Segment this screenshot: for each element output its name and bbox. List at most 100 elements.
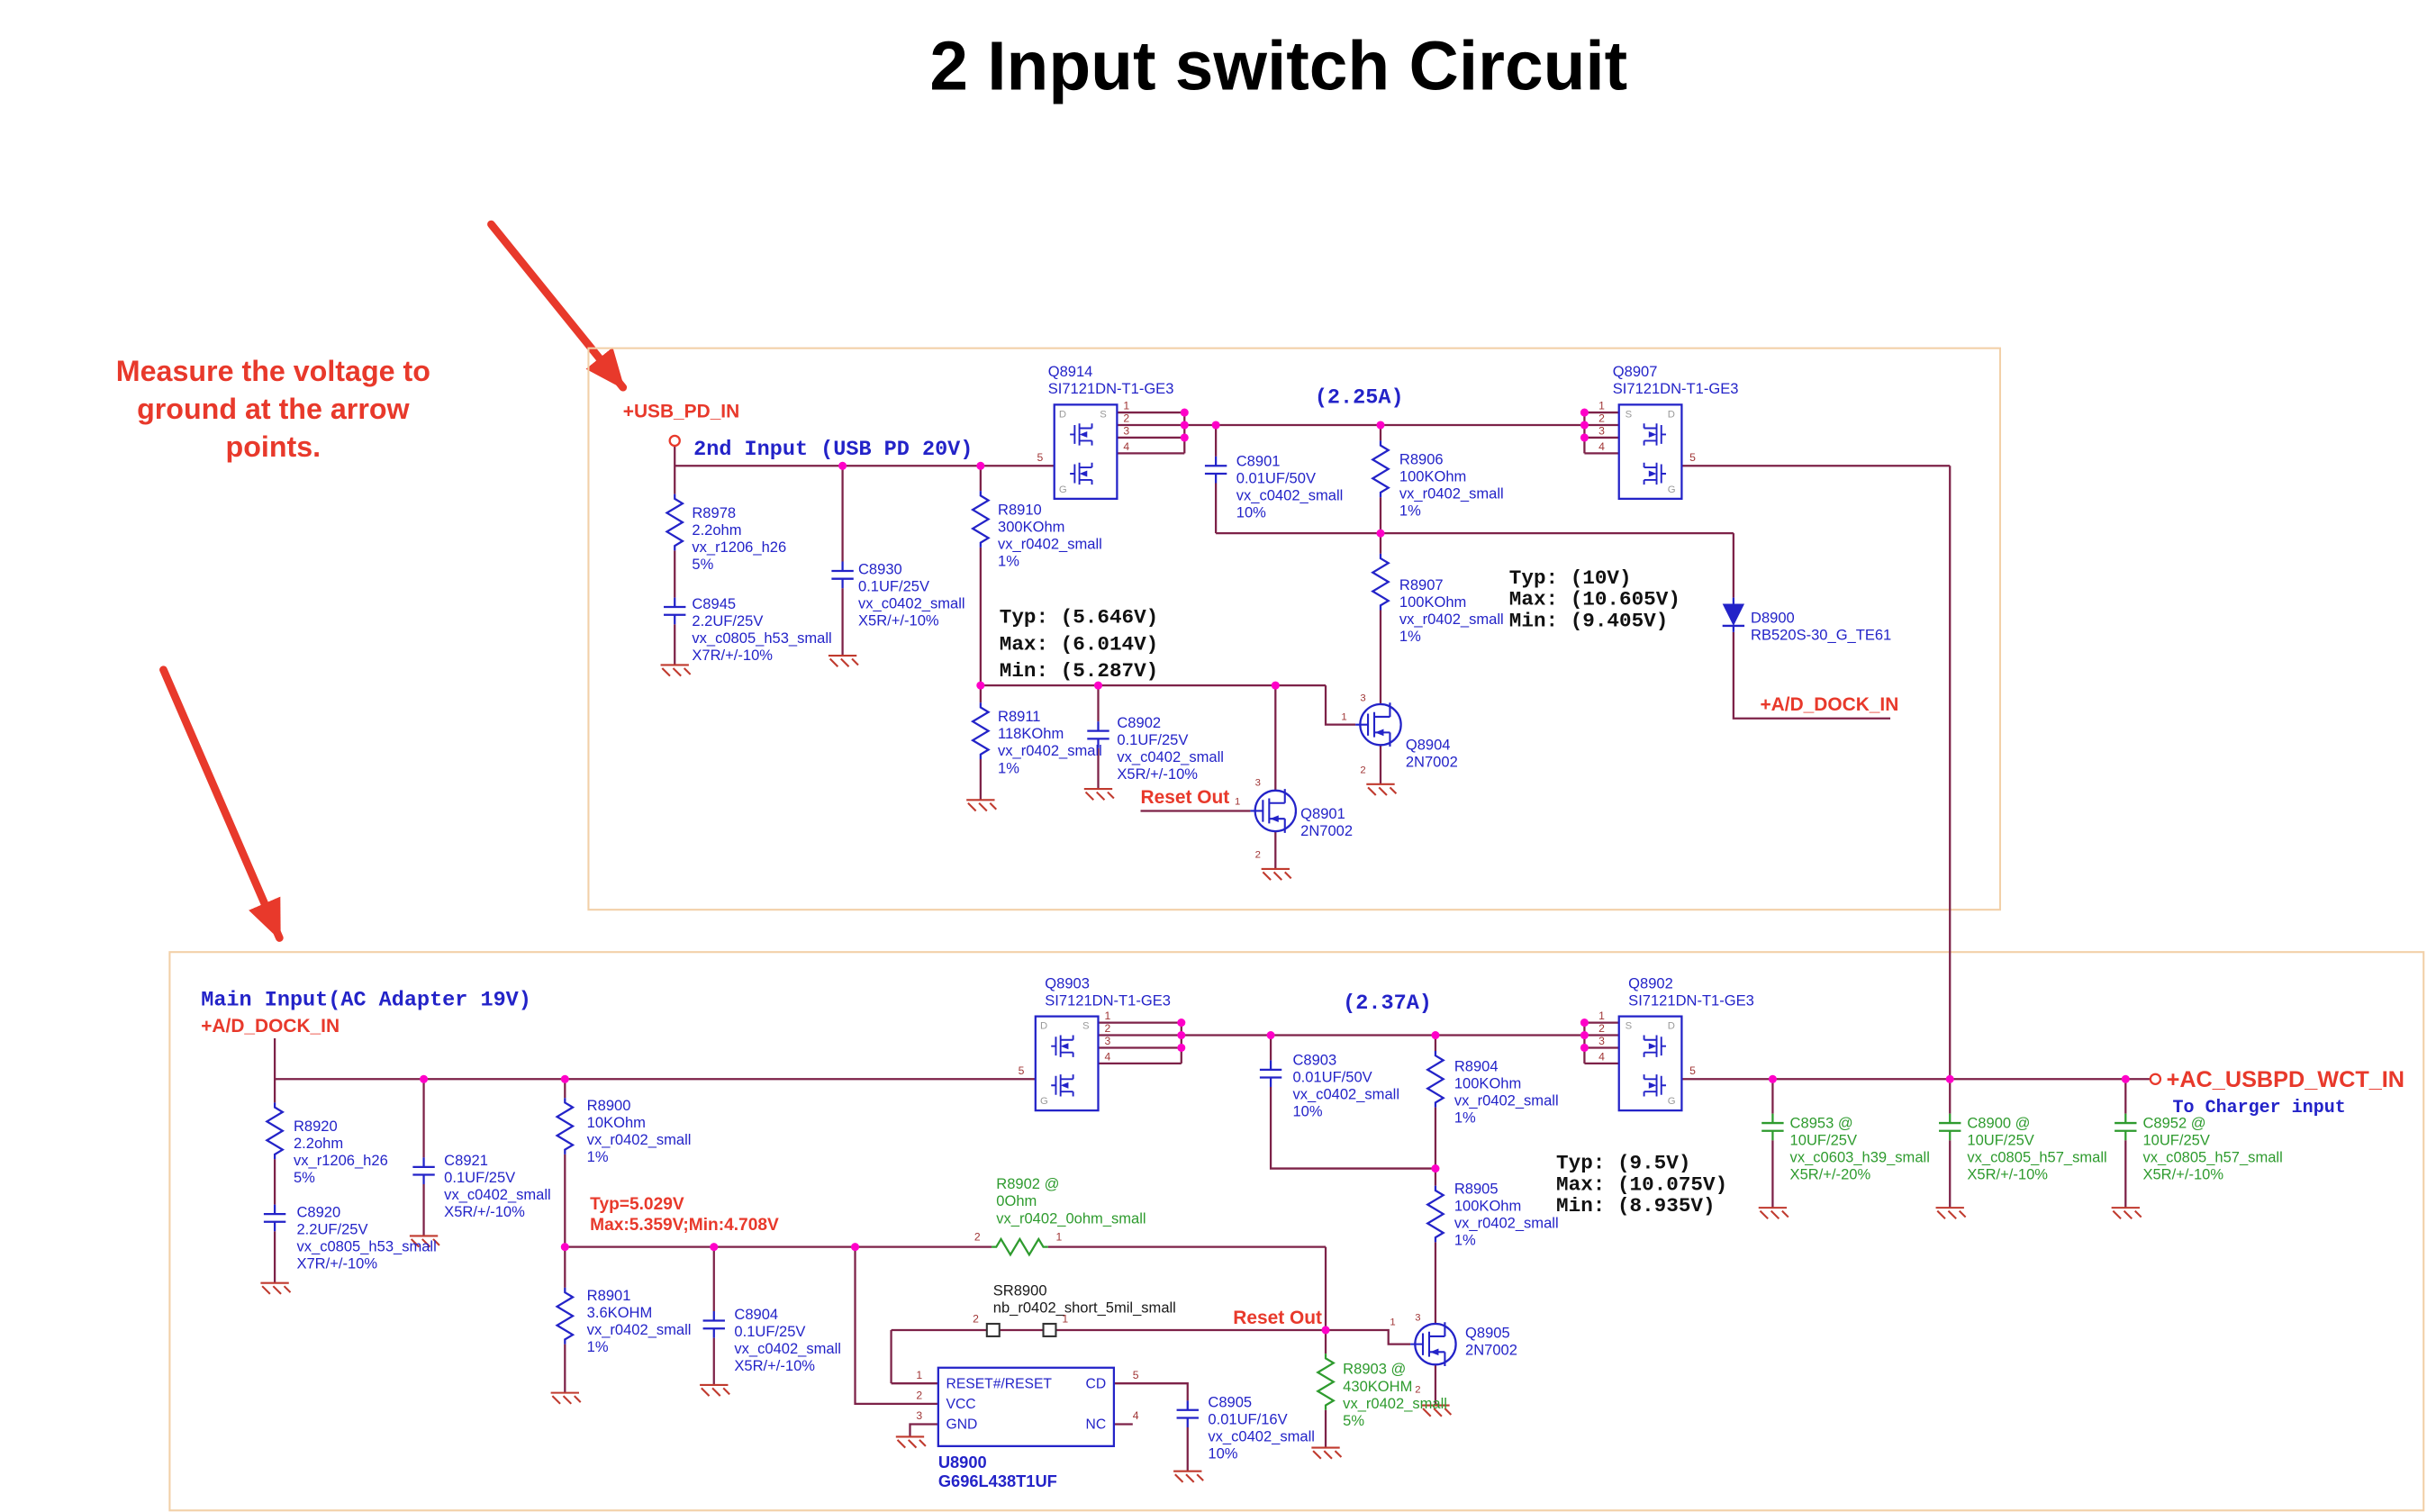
pin-number: 1 — [1598, 400, 1605, 412]
junction-dot — [2121, 1074, 2130, 1083]
pin-number: 3 — [1415, 1313, 1420, 1324]
fet-letter-s: S — [1082, 1021, 1090, 1032]
mosfet-element-icon — [1643, 1034, 1667, 1058]
pin-number: 4 — [1598, 1050, 1605, 1063]
junction-dot — [1945, 1074, 1954, 1083]
wire-path-bottom — [273, 1021, 2151, 1471]
net-label-reset-out-top: Reset Out — [1141, 787, 1230, 808]
pin-number: 2 — [1415, 1385, 1420, 1396]
junction-dot — [1580, 1043, 1589, 1052]
capacitor-symbol — [1761, 1112, 1785, 1142]
ground-symbol — [1934, 1207, 1967, 1220]
junction-dot — [1177, 1030, 1186, 1040]
fet-letter-d: D — [1668, 409, 1675, 420]
junction-dots-bottom — [420, 1019, 2130, 1335]
measurement-divider-node-bottom: Typ: (9.5V)Max: (10.075V)Min: (8.935V) — [1556, 1152, 1727, 1218]
pin-number: 2 — [974, 1231, 981, 1244]
capacitor-symbol — [1258, 1059, 1283, 1089]
net-label-usb-pd-in: +USB_PD_IN — [623, 401, 739, 421]
mosfet-body — [1617, 403, 1683, 500]
mosfet-element-icon — [1069, 422, 1093, 447]
capacitor-symbol — [262, 1203, 287, 1233]
capacitor-symbol — [412, 1156, 436, 1186]
junction-dot — [1180, 433, 1189, 442]
pin-number: 2 — [1104, 1022, 1110, 1035]
pin-number: 5 — [1133, 1369, 1139, 1381]
junction-dot — [976, 681, 985, 690]
junction-dot — [1093, 681, 1103, 690]
capacitor-symbol — [830, 560, 855, 590]
ground-symbol — [1173, 1470, 1205, 1483]
capacitor-symbol — [662, 596, 687, 626]
junction-dot — [1580, 421, 1589, 430]
annotation-arrow-usb — [487, 220, 628, 392]
junction-dot — [560, 1074, 569, 1083]
pin-number: 3 — [1360, 693, 1365, 704]
ic-body — [937, 1366, 1116, 1447]
pin-number: 2 — [1360, 765, 1365, 776]
junction-dot — [1431, 1030, 1440, 1040]
junction-dot — [1177, 1019, 1186, 1028]
annotation-arrow-main — [159, 665, 284, 942]
pin-number: 2 — [1598, 412, 1605, 425]
junction-dot — [1321, 1326, 1330, 1335]
ground-symbol — [1082, 788, 1115, 801]
pin-number: 4 — [1598, 440, 1605, 453]
ground-symbol — [1757, 1207, 1789, 1220]
fet-letter-s: S — [1626, 409, 1633, 420]
nmos-symbol — [1408, 1321, 1457, 1368]
diode-symbol — [1721, 596, 1746, 634]
pin-number: 4 — [1123, 440, 1129, 453]
mosfet-body — [1053, 403, 1118, 500]
junction-dot — [1211, 421, 1220, 430]
mosfet-element-icon — [1069, 461, 1093, 486]
pin-number: 5 — [1689, 1064, 1696, 1077]
ground-symbol — [1310, 1446, 1343, 1460]
junction-dot — [850, 1243, 860, 1252]
resistor-symbol — [1426, 1049, 1444, 1109]
mosfet-element-icon — [1643, 422, 1667, 447]
nmos-symbol — [1354, 702, 1402, 748]
ground-symbol — [699, 1383, 731, 1398]
ground-symbol — [659, 664, 692, 677]
mosfet-element-icon — [1643, 461, 1667, 486]
pin-number: 1 — [1390, 1317, 1395, 1328]
fet-letter-d: D — [1040, 1021, 1047, 1032]
usb-pd-current-rating: (2.25A) — [1315, 386, 1404, 411]
capacitor-symbol — [1175, 1399, 1200, 1429]
usb-pd-block: +USB_PD_IN 2nd Input (USB PD 20V) (2.25A… — [623, 363, 1952, 1080]
pin-number: 5 — [1019, 1064, 1025, 1077]
